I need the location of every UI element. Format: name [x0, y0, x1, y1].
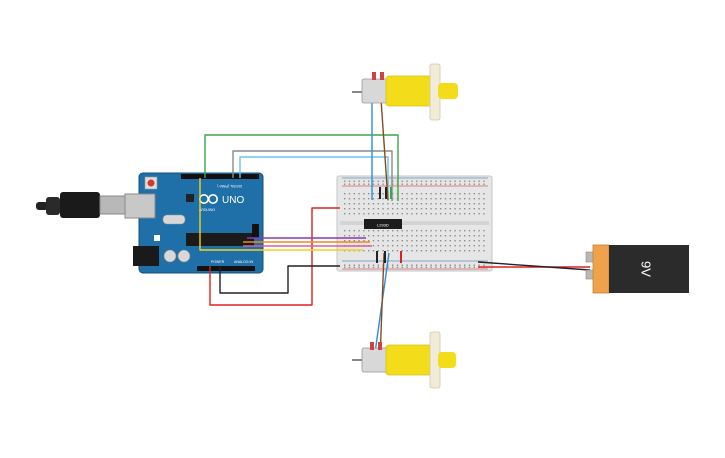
wire-green [204, 134, 399, 201]
battery-9v-icon[interactable]: 9V [585, 244, 689, 294]
wire-battery-black [477, 261, 591, 271]
arduino-logo-text: ARDUINO [199, 208, 215, 212]
wire-yellow [199, 178, 363, 251]
wire-gray [232, 150, 393, 201]
breadboard-jumpers [376, 187, 402, 263]
arduino-brand: UNO [222, 195, 244, 206]
arduino-power-label: POWER [211, 260, 225, 264]
dc-gear-motor-icon[interactable] [352, 331, 456, 389]
l293d-chip[interactable]: L293D [364, 219, 402, 229]
arduino-analog-label: ANALOG IN [234, 260, 254, 264]
driver-chip-label: L293D [377, 223, 389, 228]
breadboard-holes [344, 180, 485, 268]
wire-black-gnd [219, 265, 340, 294]
wires [199, 84, 591, 361]
dc-gear-motor-icon[interactable] [352, 63, 458, 121]
arduino-uno-board[interactable]: UNO ARDUINO DIGITAL (PWM~) POWER ANALOG … [124, 172, 264, 274]
usb-cable-icon[interactable] [36, 192, 127, 218]
battery-label: 9V [639, 261, 654, 277]
arduino-digital-label: DIGITAL (PWM~) [217, 184, 242, 188]
wire-light-blue [239, 156, 389, 201]
breadboard[interactable] [336, 175, 493, 272]
wire-red-5v [209, 207, 340, 306]
wire-motor-top-brown [379, 84, 389, 201]
